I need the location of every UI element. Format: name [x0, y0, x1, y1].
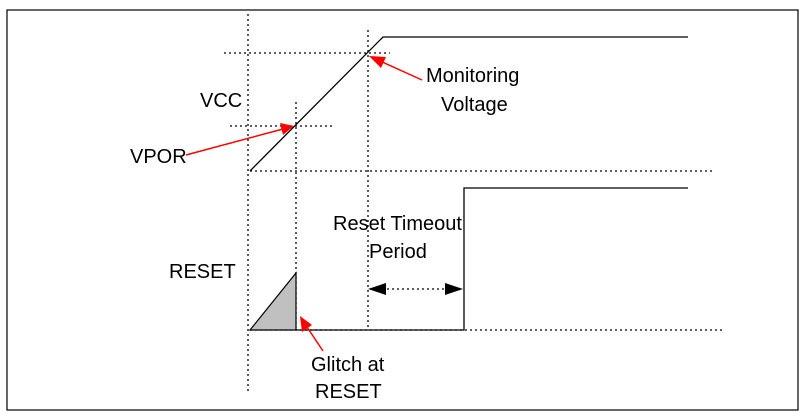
monitoring-voltage-arrow [379, 60, 423, 81]
vcc-label: VCC [200, 90, 242, 112]
monitoring-voltage-label-line2: Voltage [441, 94, 508, 116]
reset-timeout-arrowhead-right [445, 283, 463, 295]
monitoring-voltage-label-line1: Monitoring [426, 65, 519, 87]
reset-label: RESET [169, 261, 236, 283]
diagram-border [6, 9, 799, 411]
reset-timeout-arrowhead-left [368, 283, 386, 295]
reset-waveform [296, 187, 688, 331]
glitch-arrowhead [300, 316, 312, 332]
vpor-arrowhead [280, 123, 294, 135]
reset-timeout-label-line2: Period [369, 241, 427, 263]
vpor-label: VPOR [130, 146, 187, 168]
reset-timeout-label-line1: Reset Timeout [333, 213, 462, 235]
glitch-label-line1: Glitch at [311, 354, 385, 376]
vcc-waveform [249, 36, 688, 172]
reset-glitch-shape [248, 271, 297, 331]
monitoring-voltage-arrowhead [369, 56, 386, 68]
glitch-label-line2: RESET [315, 381, 382, 403]
vpor-arrow [185, 128, 284, 156]
glitch-arrow [306, 326, 324, 352]
